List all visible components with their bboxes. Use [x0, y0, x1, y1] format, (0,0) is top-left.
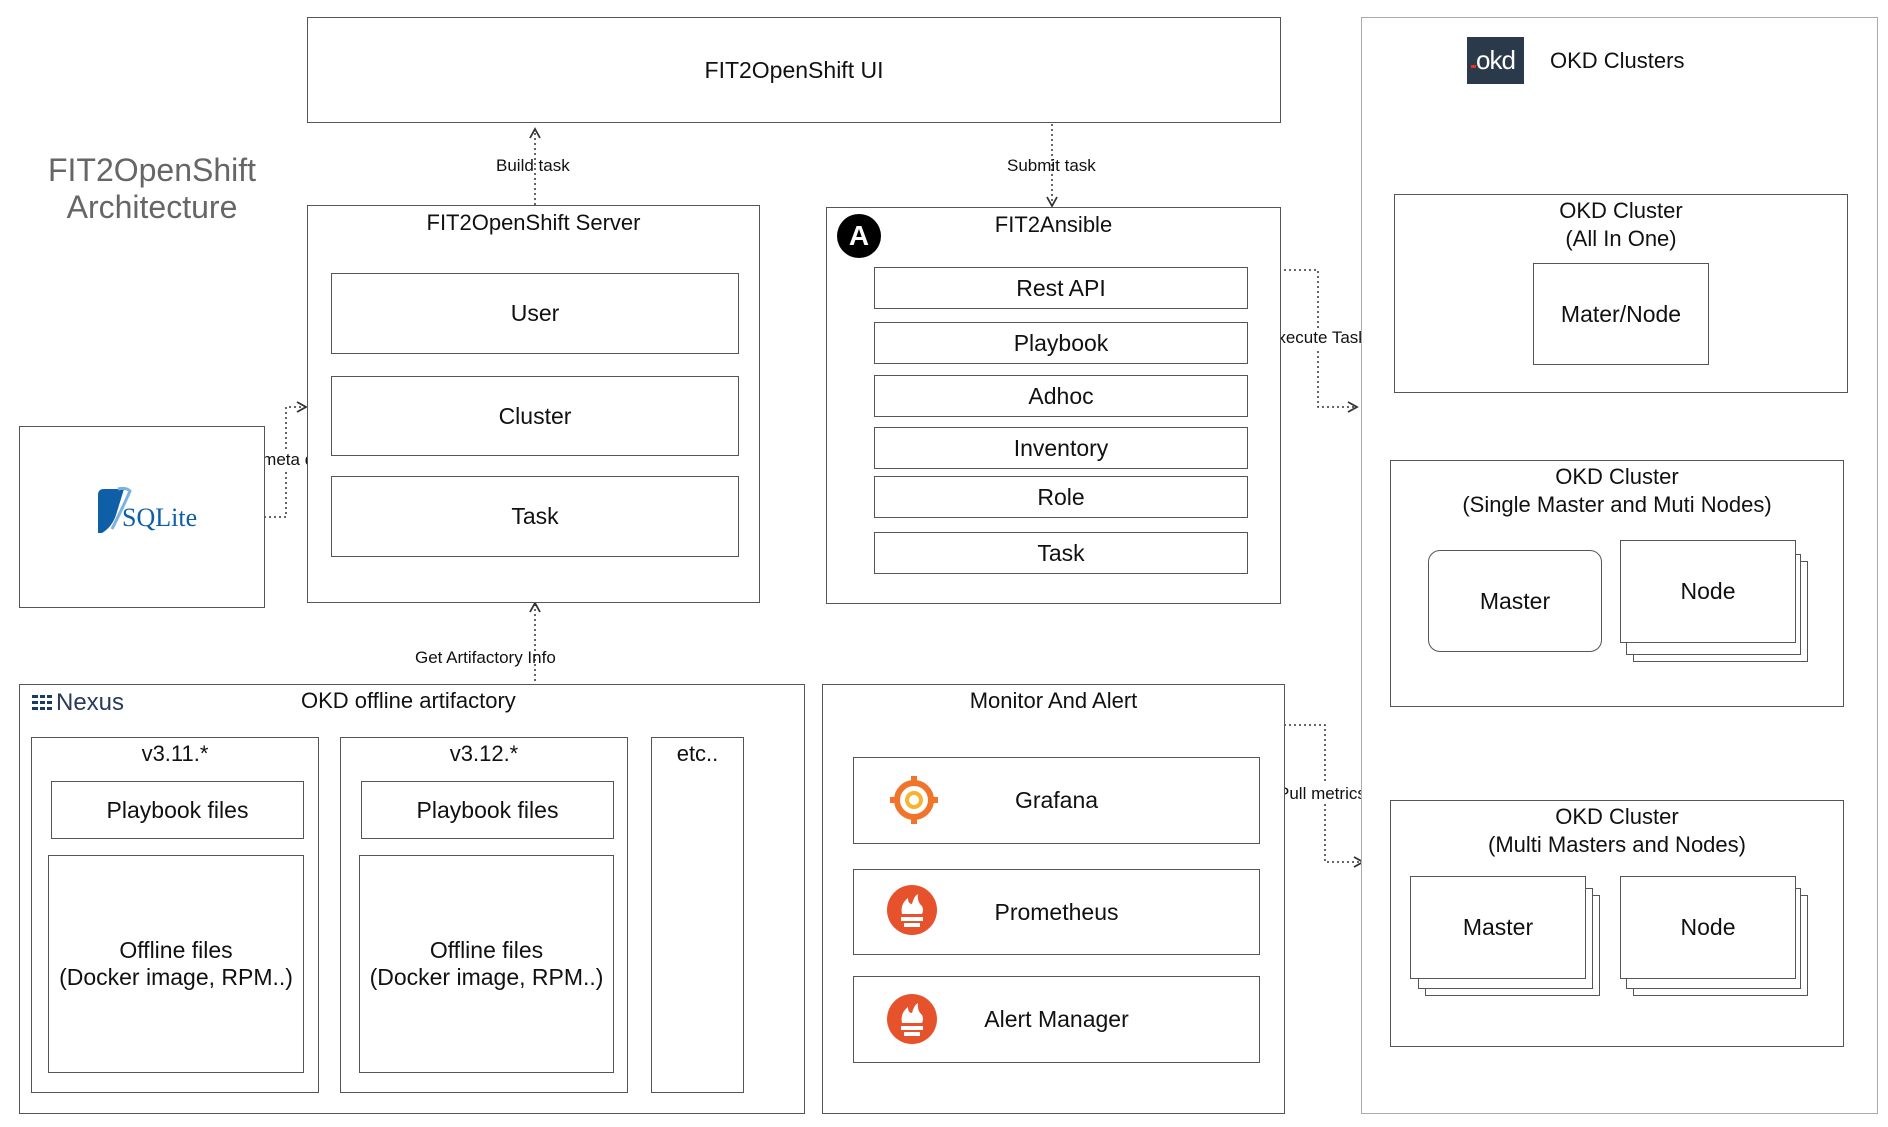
alert-manager-icon [887, 994, 937, 1044]
sqlite-feather-icon [98, 486, 132, 533]
ansible-item-inventory: Inventory [874, 427, 1248, 469]
get-artifactory-info-label: Get Artifactory Info [415, 648, 556, 667]
node-box: Node [1620, 876, 1796, 979]
sqlite-logo: SQLite [94, 485, 204, 545]
ansible-item-label: Task [1037, 539, 1085, 566]
offline-files-box: Offline files (Docker image, RPM..) [48, 855, 304, 1073]
prometheus-icon [887, 885, 937, 935]
etc-label: etc.. [676, 741, 719, 766]
ansible-item-label: Rest API [1016, 274, 1106, 301]
server-title: FIT2OpenShift Server [426, 210, 641, 235]
master-label: Master [1462, 914, 1534, 940]
offline-files-detail: (Docker image, RPM..) [369, 964, 604, 990]
diagram-title-line2: Architecture [66, 188, 238, 225]
diagram-title-line1: FIT2OpenShift [47, 152, 257, 188]
ansible-icon-letter: A [848, 220, 870, 251]
ansible-item-adhoc: Adhoc [874, 375, 1248, 417]
prometheus-label: Prometheus [994, 898, 1119, 925]
execute-task-arrow [1279, 269, 1359, 413]
ansible-item-label: Role [1037, 483, 1085, 510]
pull-metrics-label: Pull metrics [1278, 784, 1366, 805]
cluster-title: OKD Cluster (Multi Masters and Nodes) [1391, 803, 1843, 858]
okd-logo-accent [1471, 65, 1476, 68]
sqlite-box: SQLite [19, 426, 265, 608]
master-node-label: Mater/Node [1560, 300, 1682, 327]
cluster-title-line1: OKD Cluster [1559, 198, 1683, 223]
ansible-item-label: Playbook [1013, 329, 1109, 356]
monitor-item-prometheus: Prometheus [853, 869, 1260, 955]
server-item-user-label: User [510, 300, 560, 326]
node-label: Node [1680, 914, 1736, 940]
nexus-icon [32, 694, 52, 712]
fit2openshift-ui-box: FIT2OpenShift UI [307, 17, 1281, 123]
okd-logo: okd [1467, 37, 1524, 84]
cluster-title: OKD Cluster (All In One) [1395, 197, 1847, 252]
node-label: Node [1680, 578, 1736, 604]
alert-manager-label: Alert Manager [984, 1006, 1129, 1032]
master-box: Master [1428, 550, 1602, 652]
diagram-title: FIT2OpenShift Architecture [28, 152, 276, 226]
monitor-item-grafana: Grafana [853, 757, 1260, 844]
master-label: Master [1479, 587, 1551, 614]
cluster-title-line1: OKD Cluster [1555, 464, 1679, 489]
fit2openshift-ui-label: FIT2OpenShift UI [704, 56, 884, 83]
okd-logo-text: okd [1476, 45, 1516, 75]
server-item-task: Task [331, 476, 739, 557]
nexus-logo-text: Nexus [56, 689, 125, 716]
version-label: v3.12.* [449, 741, 519, 766]
offline-files-label: Offline files [119, 937, 233, 963]
node-box: Node [1620, 540, 1796, 643]
server-item-task-label: Task [511, 503, 559, 529]
cluster-title: OKD Cluster (Single Master and Muti Node… [1391, 463, 1843, 518]
ansible-item-role: Role [874, 476, 1248, 518]
playbook-files-label: Playbook files [416, 796, 559, 823]
ansible-item-task: Task [874, 532, 1248, 574]
server-item-cluster: Cluster [331, 376, 739, 456]
offline-files-box: Offline files (Docker image, RPM..) [359, 855, 614, 1073]
okd-clusters-title: OKD Clusters [1550, 48, 1685, 73]
ansible-item-label: Inventory [1013, 434, 1109, 461]
grafana-icon [890, 776, 938, 824]
master-box: Master [1410, 876, 1586, 979]
ansible-icon: A [837, 214, 881, 258]
etc-box: etc.. [651, 737, 744, 1093]
cluster-title-line2: (All In One) [1565, 225, 1677, 251]
offline-files-detail: (Docker image, RPM..) [59, 964, 293, 990]
monitor-title: Monitor And Alert [969, 688, 1138, 713]
server-item-cluster-label: Cluster [498, 402, 572, 429]
version-label: v3.11.* [141, 741, 209, 766]
server-item-user: User [331, 273, 739, 354]
cluster-title-line1: OKD Cluster [1555, 804, 1679, 829]
sqlite-logo-text: SQLite [122, 503, 198, 532]
master-node-box: Mater/Node [1533, 263, 1709, 365]
offline-files-label: Offline files [429, 937, 544, 963]
playbook-files-box: Playbook files [361, 781, 614, 839]
build-task-label: Build task [496, 156, 570, 175]
nexus-logo: Nexus [32, 689, 124, 717]
execute-task-label: Execute Task [1266, 328, 1367, 349]
grafana-label: Grafana [1014, 787, 1099, 813]
playbook-files-box: Playbook files [51, 781, 304, 839]
ansible-item-label: Adhoc [1028, 382, 1094, 409]
pull-metrics-arrow [1284, 724, 1365, 868]
ansible-title: FIT2Ansible [994, 212, 1113, 237]
ansible-item-rest-api: Rest API [874, 267, 1248, 309]
monitor-item-alert-manager: Alert Manager [853, 976, 1260, 1063]
cluster-title-line2: (Single Master and Muti Nodes) [1462, 491, 1772, 517]
cluster-title-line2: (Multi Masters and Nodes) [1488, 831, 1746, 857]
playbook-files-label: Playbook files [106, 796, 249, 823]
artifactory-title: OKD offline artifactory [301, 688, 516, 713]
ansible-item-playbook: Playbook [874, 322, 1248, 364]
submit-task-label: Submit task [1007, 156, 1096, 175]
